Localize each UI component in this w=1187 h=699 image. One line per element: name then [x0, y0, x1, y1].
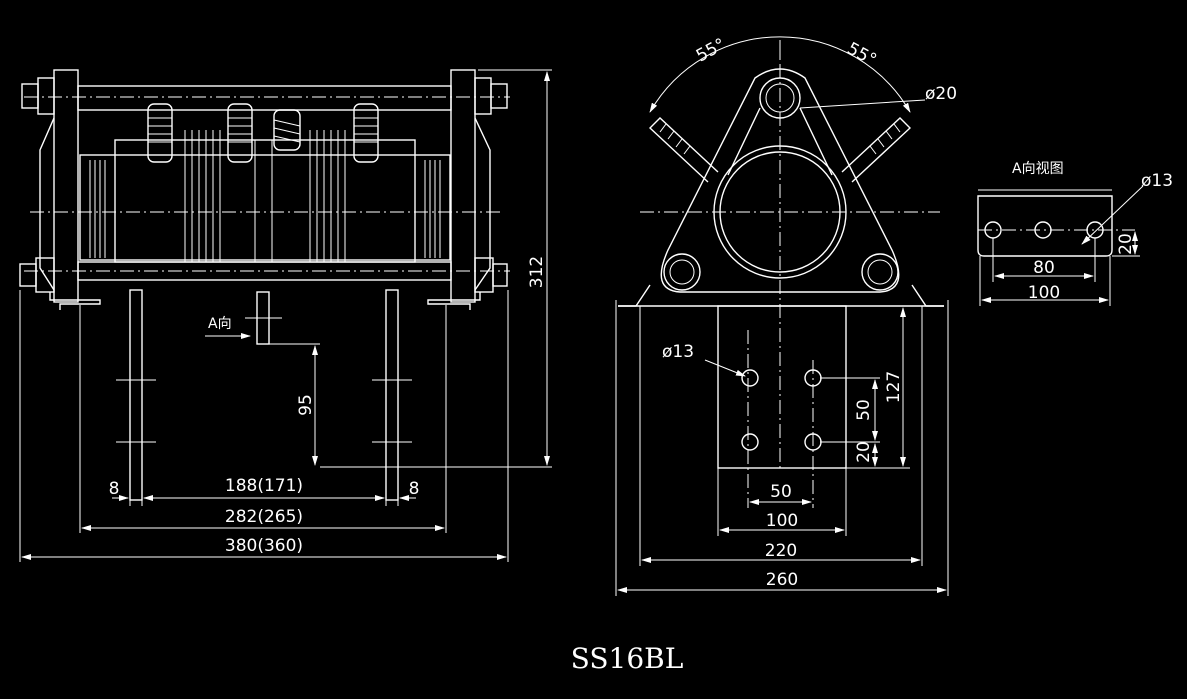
angle-left: 55°: [693, 35, 729, 67]
dia-20: ø20: [925, 84, 957, 104]
right-bracket: [474, 117, 491, 291]
mount-hole: [741, 369, 759, 387]
bolt-nut: [35, 257, 55, 293]
mount-hole: [741, 433, 759, 451]
angle-arc: [649, 36, 911, 113]
dim-95: 95: [296, 394, 316, 416]
a-view-title: A向视图: [1012, 161, 1064, 177]
bolt-head: [492, 263, 508, 287]
angled-terminals: [648, 117, 912, 183]
side-view: 55° 55° ø20 ø13 127 50 20 50 100 220 260: [615, 35, 957, 596]
triangular-frame: [660, 68, 900, 293]
dia-13-side: ø13: [662, 342, 694, 362]
dim-100-side: 100: [766, 511, 798, 531]
dim-380: 380(360): [225, 536, 303, 556]
dim-20-a: 20: [1116, 233, 1136, 255]
terminals: [147, 103, 379, 163]
dim-8-right: 8: [409, 479, 420, 499]
dim-50-vertical: 50: [854, 399, 874, 421]
a-view: A向视图 ø13 20 80 100: [977, 161, 1173, 306]
left-nut: [663, 253, 701, 291]
left-end-plate: [53, 69, 79, 303]
right-leg: [385, 289, 399, 501]
left-leg: [129, 289, 143, 501]
dia-13-a: ø13: [1141, 171, 1173, 191]
angle-right: 55°: [844, 39, 880, 71]
left-bracket: [39, 117, 55, 291]
frame-ribs: [727, 107, 833, 176]
right-foot: [427, 292, 481, 310]
dim-127: 127: [884, 371, 904, 403]
dim-8-left: 8: [109, 479, 120, 499]
resistor-core: [114, 139, 416, 263]
dim-20-vertical: 20: [854, 441, 874, 463]
front-view: A向 312 95 8 8 188(171) 282(265) 380(360): [19, 69, 552, 562]
a-view-plate: [977, 195, 1113, 257]
dim-188: 188(171): [225, 476, 303, 496]
dim-220: 220: [765, 541, 797, 561]
dim-80-a: 80: [1033, 258, 1055, 278]
dim-50-horizontal: 50: [770, 482, 792, 502]
bolt-nut: [474, 77, 492, 115]
left-foot: [49, 292, 101, 310]
bolt-head: [19, 263, 37, 287]
coil-sections: [89, 130, 441, 262]
dim-282: 282(265): [225, 507, 303, 527]
view-label-a: A向: [208, 316, 232, 332]
mount-plate: [717, 305, 847, 469]
top-tie-rod: [77, 85, 452, 111]
right-nut: [861, 253, 899, 291]
dim-height: 312: [527, 256, 547, 288]
resistor-body: [79, 154, 451, 261]
bolt-head: [490, 83, 508, 109]
bolt-head: [21, 83, 39, 109]
dim-100-a: 100: [1028, 283, 1060, 303]
right-end-plate: [450, 69, 476, 303]
drawing-title: SS16BL: [571, 642, 684, 675]
bolt-nut: [37, 77, 55, 115]
dim-260: 260: [766, 570, 798, 590]
